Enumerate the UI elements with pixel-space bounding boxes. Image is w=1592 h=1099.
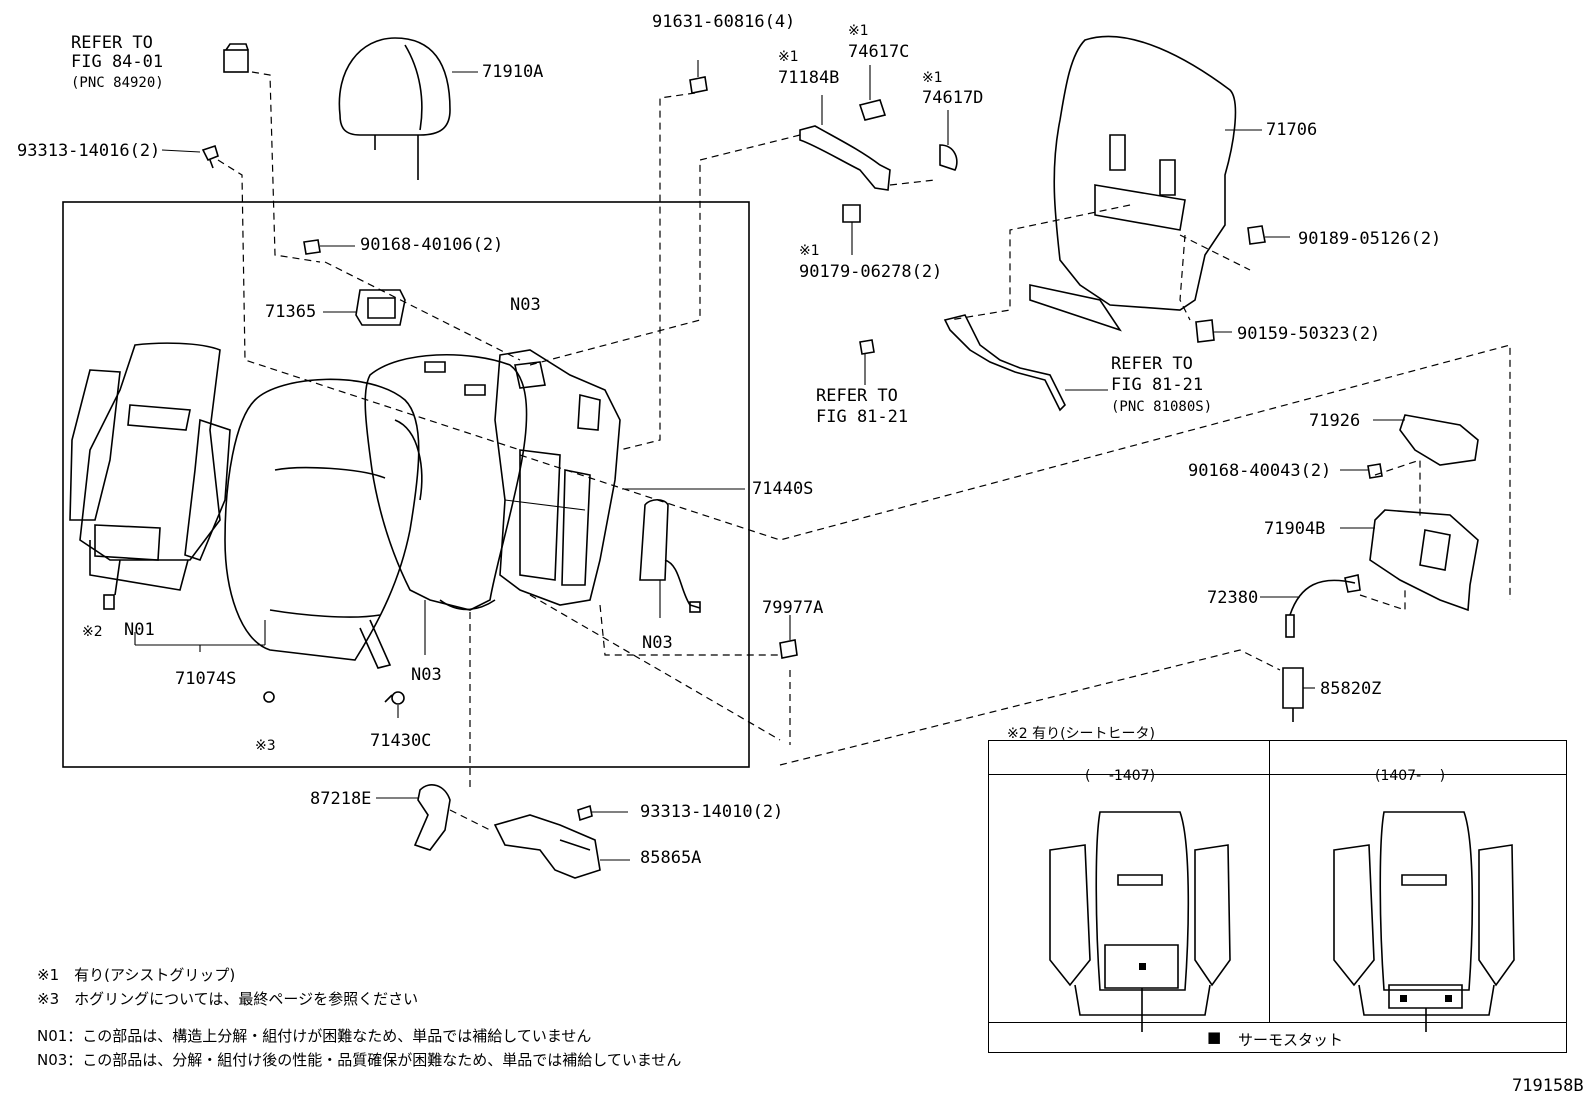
mark-3: ※3 <box>255 738 276 754</box>
hog-ring <box>263 691 275 703</box>
note-N03: N03：この部品は、分解・組付け後の性能・品質確保が困難なため、単品では補給して… <box>37 1051 682 1069</box>
headrest <box>338 37 478 180</box>
diagram-id: 719158B <box>1512 1076 1584 1096</box>
part-71184B: 71184B <box>778 68 840 88</box>
assembly-box <box>62 201 750 768</box>
refer-81-right-2: FIG 81-21 <box>1111 375 1204 395</box>
part-71910A: 71910A <box>482 62 544 82</box>
inset-header-right <box>1269 741 1566 775</box>
part-90189: 90189-05126(2) <box>1298 229 1442 249</box>
part-72380: 72380 <box>1207 588 1259 608</box>
part-71430C <box>384 691 405 718</box>
heater-left-early <box>1049 811 1231 1032</box>
seat-frame-N03 <box>494 349 621 606</box>
inset-body-divider <box>1269 774 1270 1022</box>
switch-85820Z <box>1282 667 1315 722</box>
cap-74617C <box>858 65 887 121</box>
mark-2: ※2 <box>82 624 103 640</box>
refer-84-line2: FIG 84-01 <box>71 52 164 72</box>
screw-93313-14010 <box>577 804 628 822</box>
refer-81-left-2: FIG 81-21 <box>816 407 909 427</box>
legend-symbol: ■ <box>1207 1028 1222 1046</box>
part-N01: N01 <box>124 620 155 640</box>
assist-grip-71184B <box>799 95 891 191</box>
part-71706: 71706 <box>1266 120 1318 140</box>
thermostat-mark <box>1139 963 1146 970</box>
heater-right-late <box>1333 811 1515 1032</box>
part-90159: 90159-50323(2) <box>1237 324 1381 344</box>
bracket-71904B <box>1340 509 1479 612</box>
part-85820Z: 85820Z <box>1320 679 1382 699</box>
bracket-71365 <box>323 289 406 326</box>
mark-74617D: ※1 <box>922 70 943 86</box>
inset-col-left: ( -1407) <box>1085 768 1156 784</box>
inset-col-right: (1407- ) <box>1375 768 1446 784</box>
nut-90159 <box>1195 319 1232 343</box>
part-71365: 71365 <box>265 302 317 322</box>
part-74617D: 74617D <box>922 88 984 108</box>
screw-81-21 <box>859 339 875 385</box>
part-N03-top: N03 <box>510 295 541 315</box>
inset-title: ※2 有り(シートヒータ) <box>1007 726 1156 742</box>
screw-93313-14016 <box>161 144 219 169</box>
seatback-board-71706 <box>1029 35 1262 332</box>
bolt-91631 <box>689 60 708 94</box>
refer-84-line1: REFER TO <box>71 33 153 53</box>
inset-header-left <box>989 741 1270 775</box>
mark-90179: ※1 <box>799 243 820 259</box>
part-93313-14016: 93313-14016(2) <box>17 141 161 161</box>
part-N03-mid: N03 <box>411 665 442 685</box>
heater-pad-N01 <box>69 342 231 610</box>
note-3: ※3 ホグリングについては、最終ページを参照ください <box>37 990 419 1008</box>
part-91631: 91631-60816(4) <box>652 12 796 32</box>
part-71440S: 71440S <box>752 479 814 499</box>
part-71926: 71926 <box>1309 411 1361 431</box>
thermostat-mark <box>1445 995 1452 1002</box>
part-79977A: 79977A <box>762 598 824 618</box>
seat-heater-inset <box>988 740 1567 1053</box>
part-85865A: 85865A <box>640 848 702 868</box>
clip-90179 <box>842 204 861 255</box>
part-74617C: 74617C <box>848 42 910 62</box>
part-90168-40106: 90168-40106(2) <box>360 235 504 255</box>
part-71904B: 71904B <box>1264 519 1326 539</box>
part-93313-14010: 93313-14010(2) <box>640 802 784 822</box>
part-71074S: 71074S <box>175 669 237 689</box>
note-N01: N01：この部品は、構造上分解・組付けが困難なため、単品では補給していません <box>37 1027 592 1045</box>
duct-87218E <box>376 784 451 851</box>
bolt-90168-40043 <box>1340 463 1383 479</box>
refer-81-left-1: REFER TO <box>816 386 898 406</box>
bolt-90168-40106 <box>303 239 355 255</box>
part-90168-40043: 90168-40043(2) <box>1188 461 1332 481</box>
part-N03-right: N03 <box>642 633 673 653</box>
thermostat-mark <box>1400 995 1407 1002</box>
mark-74617C: ※1 <box>848 23 869 39</box>
harness-81080S <box>943 314 1108 412</box>
part-87218E: 87218E <box>310 789 372 809</box>
airbag-N03 <box>639 498 701 618</box>
refer-81-right-3: (PNC 81080S) <box>1111 399 1213 415</box>
cable-72380 <box>1260 574 1361 638</box>
legend-text: サーモスタット <box>1238 1031 1344 1049</box>
cap-74617D <box>939 110 958 171</box>
fan-85865A <box>493 814 630 879</box>
seat-pad-N03 <box>364 353 528 655</box>
clip-90189 <box>1247 225 1290 245</box>
mark-71184B: ※1 <box>778 49 799 65</box>
refer-84-line3: (PNC 84920) <box>71 75 164 91</box>
seat-cover-71074S <box>134 378 423 669</box>
refer-81-right-1: REFER TO <box>1111 354 1193 374</box>
bracket-71926 <box>1373 414 1479 466</box>
note-1: ※1 有り(アシストグリップ) <box>37 966 236 984</box>
part-90179: 90179-06278(2) <box>799 262 943 282</box>
part-79977A <box>779 615 798 659</box>
clip-84920 <box>223 43 249 73</box>
inset-footer <box>989 1022 1566 1052</box>
part-71430C: 71430C <box>370 731 432 751</box>
